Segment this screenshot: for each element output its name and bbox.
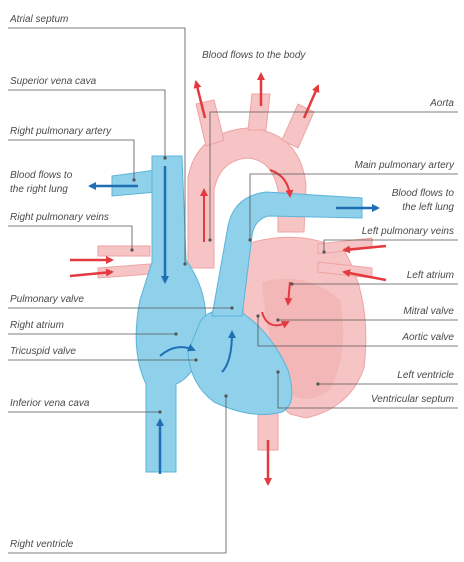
flow-arrows [69,72,387,486]
label-left-pulmonary-veins: Left pulmonary veins [362,226,454,237]
leader-left-pulmonary-veins [323,239,458,252]
leader-right-ventricle [8,396,227,554]
label-blood-to-right-lung-line1: Blood flows to [10,170,73,181]
label-left-atrium: Left atrium [407,270,454,281]
label-right-atrium: Right atrium [10,320,64,331]
label-ventricular-septum: Ventricular septum [371,394,454,405]
label-aortic-valve: Aortic valve [401,332,454,343]
leader-aortic-valve [257,316,458,347]
labels: Atrial septum Blood flows to the body Su… [9,14,455,550]
leader-main-pulmonary-artery [249,173,458,240]
arrow-arch-flow [269,169,294,198]
label-blood-to-right-lung-line2: the right lung [10,184,68,195]
leader-right-pulmonary-artery [8,139,135,180]
arrow-left-atrium-down [284,281,293,306]
leader-ventricular-septum [277,372,458,409]
label-tricuspid-valve: Tricuspid valve [10,346,76,357]
label-mitral-valve: Mitral valve [403,306,454,317]
label-pulmonary-valve: Pulmonary valve [10,294,84,305]
label-left-ventricle: Left ventricle [397,370,454,381]
label-blood-to-body: Blood flows to the body [202,50,306,61]
label-blood-to-left-lung-line2: the left lung [402,202,454,213]
arrow-right-pv-in-lower [69,268,114,278]
arrow-right-ventricle-up [221,330,236,373]
leader-atrial-septum [8,27,186,264]
label-main-pulmonary-artery: Main pulmonary artery [355,160,455,171]
label-superior-vena-cava: Superior vena cava [10,76,97,87]
vena-cava-right-atrium [135,155,207,473]
leader-lines [8,27,458,554]
right-pulmonary-vein-upper [97,245,151,257]
label-inferior-vena-cava: Inferior vena cava [10,398,90,409]
arrow-left-pv-in-lower [342,269,387,282]
label-atrial-septum: Atrial septum [9,14,68,25]
label-aorta: Aorta [429,98,454,109]
arrow-to-body-1 [193,80,207,119]
leader-superior-vena-cava [8,89,166,158]
label-right-pulmonary-veins: Right pulmonary veins [10,212,109,223]
leader-right-pulmonary-veins [8,225,133,250]
pulmonary-trunk [211,191,363,317]
right-heart-structures [111,155,363,473]
leader-aorta [209,111,458,240]
label-right-ventricle: Right ventricle [10,539,74,550]
arrow-mitral-curl [261,311,290,329]
arrow-left-pv-in-upper [342,244,387,254]
arrow-tricuspid [159,343,196,357]
arrow-to-body-3 [302,84,320,119]
arch-branch-3 [281,103,315,149]
right-pulmonary-vein-lower [97,263,151,279]
label-right-pulmonary-artery: Right pulmonary artery [10,126,112,137]
label-blood-to-left-lung-line1: Blood flows to [392,188,455,199]
